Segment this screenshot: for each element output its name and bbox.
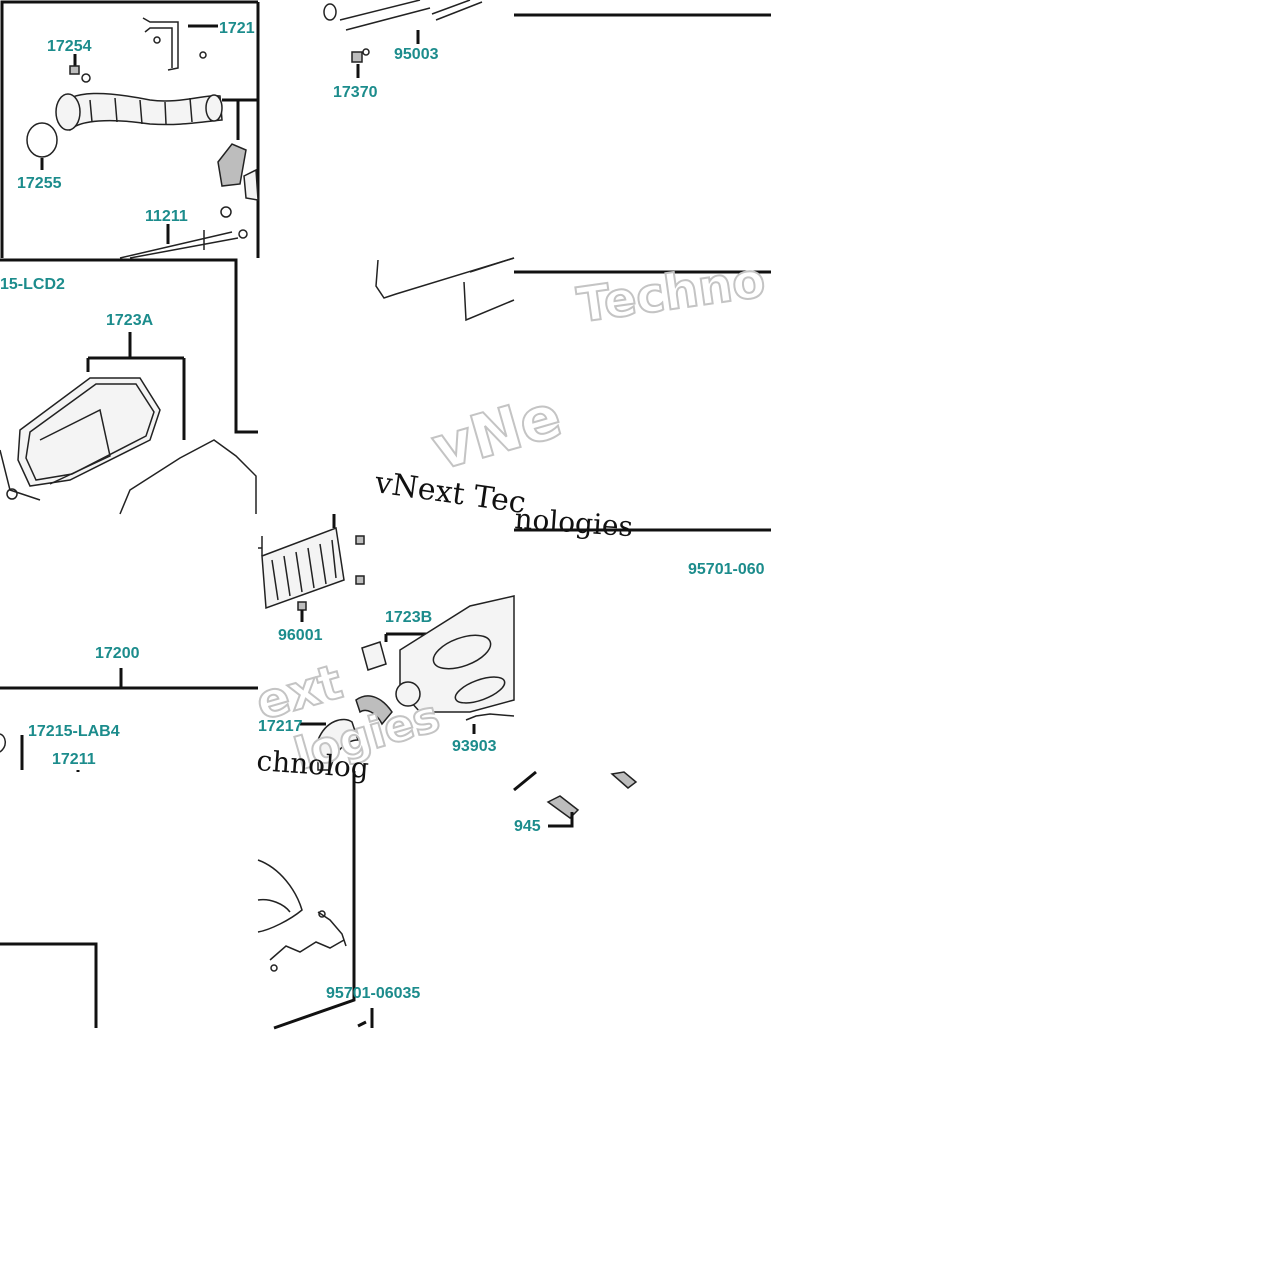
tile-lower-right: 945 <box>513 770 638 835</box>
housing-edge <box>257 898 291 913</box>
hose-clamp <box>355 695 393 726</box>
outlet-port <box>395 681 421 707</box>
washer <box>220 206 232 218</box>
label-95701-06035: 95701-06035 <box>326 985 420 1002</box>
label-945: 945 <box>514 818 541 835</box>
wire-harness <box>269 939 345 961</box>
pipe-outline <box>142 17 179 71</box>
duct-end <box>55 93 81 131</box>
tile-top-middle: 95003 17370 <box>323 0 515 322</box>
watermark-chnolog: chnolog <box>256 744 370 785</box>
washer <box>362 48 370 56</box>
label-17254: 17254 <box>47 38 92 55</box>
washer <box>81 73 91 83</box>
frame-line <box>0 0 260 258</box>
duct-ribs <box>89 97 193 125</box>
bolt <box>610 771 638 789</box>
watermark-nologies-serif: nologies <box>514 502 635 543</box>
label-17211: 17211 <box>52 751 96 768</box>
housing-edge <box>257 859 303 933</box>
tile-lower-left: 17200 17215-LAB4 17211 <box>0 645 258 772</box>
label-lcd2: 15-LCD2 <box>0 276 65 293</box>
tile-center: Techno vNe vNext Tec nologies 95701-060 <box>372 251 771 578</box>
tile-bottom-left <box>0 942 98 1028</box>
intake-duct <box>57 92 223 132</box>
screw <box>355 535 365 545</box>
housing-edge <box>375 257 515 299</box>
label-95003: 95003 <box>394 46 439 63</box>
frame-line <box>513 770 537 792</box>
airbox-lid <box>17 377 161 487</box>
tile-top-left: 17254 1721 17255 11211 <box>0 0 260 259</box>
label-93903: 93903 <box>452 738 497 755</box>
bolt-17254 <box>69 65 80 75</box>
clip <box>318 910 326 918</box>
hose <box>431 0 483 21</box>
screw <box>355 575 365 585</box>
washer <box>238 229 248 239</box>
label-96001: 96001 <box>278 627 323 644</box>
screw-96001 <box>297 601 307 611</box>
leader-line <box>357 1008 374 1028</box>
small-fitting <box>199 51 207 59</box>
airbox-shell <box>119 439 257 515</box>
label-1723a: 1723A <box>106 312 154 329</box>
hose-clamp <box>26 122 58 158</box>
tile-mid-left: 15-LCD2 1723A <box>0 258 258 515</box>
boot-piece <box>243 168 259 201</box>
screw-17370 <box>351 51 363 63</box>
frame-line <box>0 668 258 690</box>
label-17215-lab4: 17215-LAB4 <box>28 723 120 740</box>
flange <box>361 641 387 671</box>
hose <box>339 0 431 31</box>
label-95701-060: 95701-060 <box>688 561 765 578</box>
wire <box>465 713 515 721</box>
elbow-hose <box>317 718 360 771</box>
tube <box>119 230 239 259</box>
airbox-gasket <box>25 383 155 481</box>
air-filter <box>261 526 345 610</box>
frame-line <box>273 771 356 1030</box>
label-17255: 17255 <box>17 175 62 192</box>
label-17370: 17370 <box>333 84 378 101</box>
leader-line <box>222 98 258 140</box>
label-1721: 1721 <box>219 20 255 37</box>
label-17217: 17217 <box>258 718 303 735</box>
hose-end <box>323 3 337 21</box>
frame-line <box>0 258 258 434</box>
small-fitting <box>153 36 161 44</box>
frame-line <box>0 942 98 1028</box>
tile-lower-center: ext logies chnolog 96001 1723B 17217 939… <box>249 514 515 785</box>
leader-line <box>86 332 186 440</box>
tile-bottom-center: 95701-06035 <box>257 771 420 1030</box>
part-edge <box>258 536 263 556</box>
rubber-boot <box>217 143 247 187</box>
part-edge <box>0 733 6 753</box>
housing-edge <box>463 257 515 322</box>
watermark-techno: Techno <box>574 252 769 334</box>
leader-line <box>548 812 574 828</box>
watermark-vne: vNe <box>425 381 569 484</box>
duct-end <box>205 94 223 122</box>
label-1723b: 1723B <box>385 609 432 626</box>
label-11211: 11211 <box>145 208 188 225</box>
label-17200: 17200 <box>95 645 140 662</box>
airbox-face <box>39 408 111 485</box>
cover-recess <box>432 634 492 670</box>
filter-pleats <box>271 539 337 601</box>
clip <box>270 964 278 972</box>
pipe-outline <box>144 27 173 68</box>
cover-recess <box>454 676 506 704</box>
mount-hole <box>6 488 18 500</box>
